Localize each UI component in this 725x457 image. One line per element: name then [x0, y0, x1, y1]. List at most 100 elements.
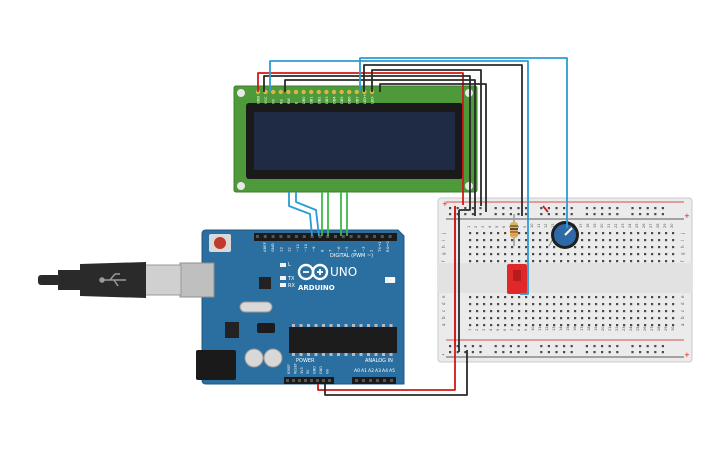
rail-hole[interactable] [654, 207, 657, 210]
terminal-hole[interactable] [581, 310, 584, 313]
terminal-hole[interactable] [595, 317, 598, 320]
terminal-hole[interactable] [623, 296, 626, 299]
terminal-hole[interactable] [490, 296, 493, 299]
terminal-hole[interactable] [574, 246, 577, 249]
wires[interactable] [257, 57, 568, 396]
rail-hole[interactable] [646, 345, 649, 348]
rail-hole[interactable] [517, 207, 520, 210]
terminal-hole[interactable] [637, 303, 640, 306]
terminal-hole[interactable] [595, 303, 598, 306]
terminal-hole[interactable] [602, 260, 605, 263]
terminal-hole[interactable] [567, 310, 570, 313]
terminal-hole[interactable] [630, 303, 633, 306]
terminal-hole[interactable] [525, 296, 528, 299]
terminal-hole[interactable] [567, 260, 570, 263]
terminal-hole[interactable] [581, 303, 584, 306]
terminal-hole[interactable] [546, 324, 549, 327]
terminal-hole[interactable] [567, 317, 570, 320]
terminal-hole[interactable] [651, 246, 654, 249]
rail-hole[interactable] [509, 351, 512, 354]
terminal-hole[interactable] [672, 260, 675, 263]
rail-hole[interactable] [547, 345, 550, 348]
terminal-hole[interactable] [658, 260, 661, 263]
terminal-hole[interactable] [525, 232, 528, 235]
rail-hole[interactable] [593, 351, 596, 354]
terminal-hole[interactable] [588, 260, 591, 263]
terminal-hole[interactable] [630, 246, 633, 249]
digital-header-hole[interactable] [357, 235, 361, 238]
rail-hole[interactable] [555, 351, 558, 354]
digital-header-hole[interactable] [341, 235, 345, 238]
digital-header-hole[interactable] [326, 235, 330, 238]
rail-hole[interactable] [479, 213, 482, 216]
terminal-hole[interactable] [546, 253, 549, 256]
lcd-pin[interactable] [331, 89, 337, 95]
terminal-hole[interactable] [532, 310, 535, 313]
terminal-hole[interactable] [539, 232, 542, 235]
terminal-hole[interactable] [609, 232, 612, 235]
rail-hole[interactable] [464, 351, 467, 354]
terminal-hole[interactable] [560, 260, 563, 263]
rail-hole[interactable] [464, 345, 467, 348]
rail-hole[interactable] [540, 213, 543, 216]
terminal-hole[interactable] [546, 310, 549, 313]
terminal-hole[interactable] [588, 303, 591, 306]
terminal-hole[interactable] [588, 317, 591, 320]
terminal-hole[interactable] [511, 260, 514, 263]
terminal-hole[interactable] [644, 260, 647, 263]
rail-hole[interactable] [456, 351, 459, 354]
terminal-hole[interactable] [469, 232, 472, 235]
potentiometer[interactable] [548, 221, 579, 249]
terminal-hole[interactable] [644, 310, 647, 313]
terminal-hole[interactable] [616, 253, 619, 256]
terminal-hole[interactable] [595, 296, 598, 299]
terminal-hole[interactable] [483, 296, 486, 299]
terminal-hole[interactable] [623, 317, 626, 320]
terminal-hole[interactable] [665, 232, 668, 235]
terminal-hole[interactable] [609, 253, 612, 256]
terminal-hole[interactable] [546, 260, 549, 263]
terminal-hole[interactable] [490, 253, 493, 256]
rail-hole[interactable] [601, 207, 604, 210]
terminal-hole[interactable] [651, 239, 654, 242]
rail-hole[interactable] [479, 207, 482, 210]
terminal-hole[interactable] [546, 317, 549, 320]
terminal-hole[interactable] [630, 260, 633, 263]
terminal-hole[interactable] [672, 296, 675, 299]
rail-hole[interactable] [646, 213, 649, 216]
terminal-hole[interactable] [672, 246, 675, 249]
terminal-hole[interactable] [497, 317, 500, 320]
terminal-hole[interactable] [546, 239, 549, 242]
terminal-hole[interactable] [581, 253, 584, 256]
lcd-pin[interactable] [347, 89, 352, 95]
terminal-hole[interactable] [525, 324, 528, 327]
rail-hole[interactable] [494, 213, 497, 216]
terminal-hole[interactable] [616, 239, 619, 242]
rail-hole[interactable] [563, 351, 566, 354]
terminal-hole[interactable] [525, 303, 528, 306]
digital-header-hole[interactable] [380, 235, 384, 238]
rail-hole[interactable] [502, 351, 505, 354]
terminal-hole[interactable] [658, 317, 661, 320]
power-header-hole[interactable] [292, 379, 295, 382]
terminal-hole[interactable] [602, 296, 605, 299]
terminal-hole[interactable] [504, 232, 507, 235]
terminal-hole[interactable] [560, 303, 563, 306]
rail-hole[interactable] [494, 345, 497, 348]
terminal-hole[interactable] [630, 310, 633, 313]
terminal-hole[interactable] [623, 260, 626, 263]
rail-hole[interactable] [525, 345, 528, 348]
rail-hole[interactable] [525, 351, 528, 354]
terminal-hole[interactable] [539, 303, 542, 306]
power-header-hole[interactable] [328, 379, 331, 382]
terminal-hole[interactable] [560, 310, 563, 313]
terminal-hole[interactable] [665, 260, 668, 263]
rail-hole[interactable] [661, 213, 664, 216]
terminal-hole[interactable] [581, 324, 584, 327]
analog-header-hole[interactable] [383, 379, 386, 382]
terminal-hole[interactable] [574, 303, 577, 306]
terminal-hole[interactable] [637, 260, 640, 263]
terminal-hole[interactable] [476, 246, 479, 249]
